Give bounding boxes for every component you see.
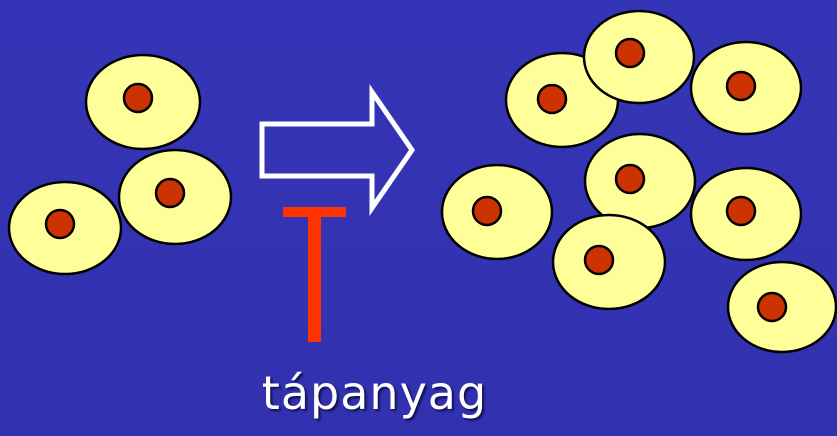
- cell-nucleus: [756, 291, 788, 323]
- cells-before-group: [7, 53, 233, 276]
- cell: [117, 148, 233, 246]
- cell: [689, 40, 803, 136]
- cell-nucleus: [583, 244, 615, 276]
- cell: [440, 163, 554, 261]
- cell-nucleus: [725, 195, 757, 227]
- cell-nucleus: [614, 37, 646, 69]
- cell-nucleus: [44, 208, 76, 240]
- cell-nucleus: [536, 83, 568, 115]
- cell: [84, 53, 202, 151]
- cell-nucleus: [725, 70, 757, 102]
- cell-nucleus: [154, 177, 186, 209]
- cell-nucleus: [471, 195, 503, 227]
- cell: [689, 166, 803, 262]
- nutrient-label: tápanyag: [0, 370, 837, 416]
- right-arrow-icon: [259, 83, 416, 217]
- cell: [7, 180, 123, 276]
- cell: [551, 213, 667, 311]
- cell-nucleus: [122, 82, 154, 114]
- cells-after-group: [440, 9, 837, 354]
- t-bar-inhibitor-icon: [283, 207, 346, 342]
- cell: [726, 260, 837, 354]
- cell: [582, 9, 696, 105]
- nutrient-label-text: tápanyag: [261, 366, 488, 420]
- cell-nucleus: [614, 163, 646, 195]
- cell: [583, 132, 697, 230]
